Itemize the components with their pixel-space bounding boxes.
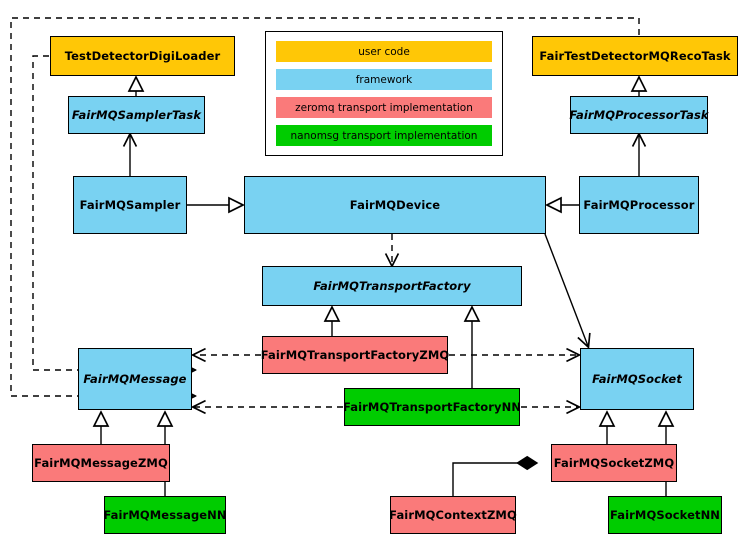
class-box-fairmqmessagezmq[interactable]: FairMQMessageZMQ [32, 444, 170, 482]
class-box-fairmqcontextzmq[interactable]: FairMQContextZMQ [389, 496, 517, 534]
legend-item-framework: framework [276, 69, 492, 90]
class-box-fairmqmessagenn[interactable]: FairMQMessageNN [103, 496, 227, 534]
legend-item-zeromq: zeromq transport implementation [276, 97, 492, 118]
class-box-fairtestdetectormqrecotask[interactable]: FairTestDetectorMQRecoTask [532, 36, 738, 76]
class-box-fairmqsampler[interactable]: FairMQSampler [73, 176, 187, 234]
legend-item-nanomsg: nanomsg transport implementation [276, 125, 492, 146]
class-box-fairmqmessage[interactable]: FairMQMessage [78, 348, 192, 410]
class-box-fairmqsocketzmq[interactable]: FairMQSocketZMQ [551, 444, 677, 482]
class-box-fairmqsocket[interactable]: FairMQSocket [580, 348, 694, 410]
class-box-fairmqdevice[interactable]: FairMQDevice [244, 176, 546, 234]
class-box-fairmqprocessortask[interactable]: FairMQProcessorTask [569, 96, 709, 134]
class-box-fairmqtransportfactory[interactable]: FairMQTransportFactory [262, 266, 522, 306]
class-box-fairmqtransportfactorynn[interactable]: FairMQTransportFactoryNN [343, 388, 521, 426]
edge-contextzmq-socketzmq [452, 455, 539, 496]
class-box-fairmqsamplertask[interactable]: FairMQSamplerTask [68, 96, 205, 134]
class-box-fairmqprocessor[interactable]: FairMQProcessor [579, 176, 699, 234]
class-box-testdetectordigiloader[interactable]: TestDetectorDigiLoader [50, 36, 235, 76]
legend-item-user-code: user code [276, 41, 492, 62]
class-box-fairmqsocketnn[interactable]: FairMQSocketNN [608, 496, 722, 534]
class-box-fairmqtransportfactoryzmq[interactable]: FairMQTransportFactoryZMQ [261, 336, 449, 374]
legend-panel: user code framework zeromq transport imp… [265, 31, 503, 156]
edge-device-socket [544, 233, 588, 346]
